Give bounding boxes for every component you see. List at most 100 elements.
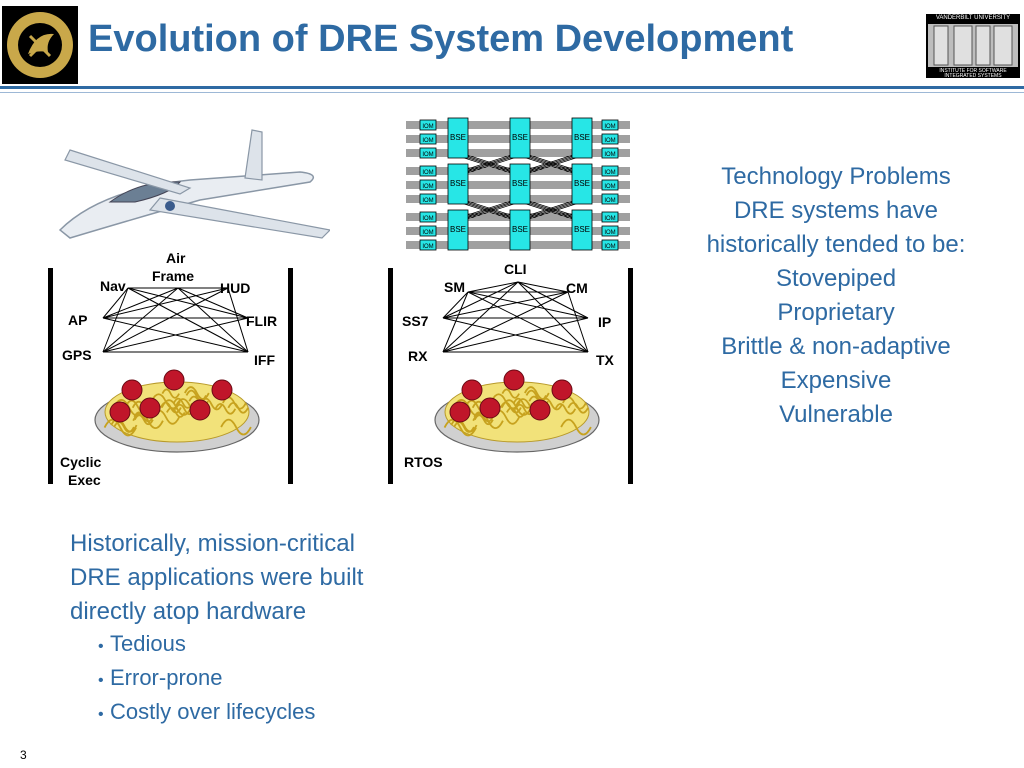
iom-label: IOM bbox=[604, 138, 615, 144]
noodle-strand bbox=[103, 418, 137, 437]
bse-box bbox=[447, 209, 469, 251]
spaghetti-plate-image-right bbox=[432, 362, 602, 454]
iom-label: IOM bbox=[422, 184, 433, 190]
right-connection-mesh bbox=[388, 268, 633, 484]
label-ss7: SS7 bbox=[402, 313, 429, 329]
bse-label: BSE bbox=[512, 179, 528, 188]
page-number: 3 bbox=[20, 748, 27, 762]
technology-problems-heading: Technology Problems bbox=[721, 163, 951, 190]
label-ip: IP bbox=[598, 314, 612, 330]
label-rtos: RTOS bbox=[404, 454, 443, 470]
history-bullet: Error-prone bbox=[98, 662, 315, 696]
left-diagram-left-bar bbox=[48, 268, 53, 484]
bse-box bbox=[571, 163, 593, 205]
iom-box bbox=[419, 119, 437, 131]
label-iff: IFF bbox=[254, 352, 275, 368]
iom-box bbox=[419, 133, 437, 145]
bse-label: BSE bbox=[512, 133, 528, 142]
noodle-strand bbox=[453, 421, 475, 433]
noodle-strand bbox=[160, 399, 192, 416]
meatball bbox=[109, 401, 131, 423]
label-nav: Nav bbox=[100, 278, 126, 294]
bse-label: BSE bbox=[574, 133, 590, 142]
noodle-strand bbox=[499, 401, 522, 414]
meatball bbox=[449, 401, 471, 423]
meatball bbox=[551, 379, 573, 401]
isis-logo-top-text: VANDERBILT UNIVERSITY bbox=[935, 15, 1011, 21]
noodle-strand bbox=[500, 399, 532, 416]
noodle-strand bbox=[185, 389, 207, 402]
iom-box bbox=[601, 211, 619, 223]
technology-problem-item: Proprietary bbox=[777, 299, 895, 326]
label-air-frame-2: Frame bbox=[152, 268, 195, 284]
bse-label: BSE bbox=[574, 179, 590, 188]
history-line3: directly atop hardware bbox=[70, 598, 307, 625]
label-hud: HUD bbox=[220, 280, 251, 296]
iom-box bbox=[601, 147, 619, 159]
iom-box bbox=[601, 119, 619, 131]
technology-problems-line2: historically tended to be: bbox=[706, 231, 966, 258]
iom-label: IOM bbox=[604, 198, 615, 204]
left-connection-mesh bbox=[48, 268, 293, 484]
label-tx: TX bbox=[596, 352, 614, 368]
iom-label: IOM bbox=[422, 230, 433, 236]
iom-label: IOM bbox=[604, 230, 615, 236]
iom-label: IOM bbox=[422, 152, 433, 158]
label-cm: CM bbox=[566, 280, 588, 296]
iom-box bbox=[601, 193, 619, 205]
iom-box bbox=[419, 211, 437, 223]
iom-label: IOM bbox=[604, 170, 615, 176]
iom-label: IOM bbox=[604, 216, 615, 222]
meatball bbox=[503, 369, 525, 391]
label-sm: SM bbox=[444, 279, 465, 295]
iom-box bbox=[601, 179, 619, 191]
bse-label: BSE bbox=[512, 225, 528, 234]
iom-box bbox=[601, 133, 619, 145]
noodle-strand bbox=[133, 411, 154, 423]
right-diagram-right-bar bbox=[628, 268, 633, 484]
history-bullet: Tedious bbox=[98, 628, 315, 662]
noodle-strand bbox=[501, 388, 520, 399]
label-cyclic: Cyclic bbox=[60, 454, 102, 470]
technology-problem-item: Vulnerable bbox=[779, 401, 893, 428]
bse-box bbox=[571, 117, 593, 159]
technology-problems-block: Technology Problems DRE systems have his… bbox=[676, 160, 996, 432]
iom-label: IOM bbox=[604, 244, 615, 250]
bse-box bbox=[571, 209, 593, 251]
bse-box bbox=[509, 209, 531, 251]
meatball bbox=[529, 399, 551, 421]
isis-logo-bottom-text-2: INTEGRATED SYSTEMS bbox=[944, 73, 1002, 79]
noodle-strand bbox=[472, 412, 504, 429]
iom-box bbox=[419, 225, 437, 237]
iom-label: IOM bbox=[604, 124, 615, 130]
bse-box bbox=[509, 163, 531, 205]
meatball bbox=[121, 379, 143, 401]
bse-box bbox=[447, 117, 469, 159]
history-line2: DRE applications were built bbox=[70, 564, 364, 591]
bse-box bbox=[509, 117, 531, 159]
label-flir: FLIR bbox=[246, 313, 278, 329]
iom-label: IOM bbox=[422, 124, 433, 130]
right-diagram-left-bar bbox=[388, 268, 393, 484]
iom-box bbox=[419, 165, 437, 177]
iom-label: IOM bbox=[422, 138, 433, 144]
meatball bbox=[211, 379, 233, 401]
bse-label: BSE bbox=[450, 133, 466, 142]
iom-label: IOM bbox=[604, 184, 615, 190]
bse-box bbox=[447, 163, 469, 205]
slide-title: Evolution of DRE System Development bbox=[88, 18, 794, 60]
meatball bbox=[139, 397, 161, 419]
header-rule bbox=[0, 86, 1024, 89]
label-cli: CLI bbox=[504, 261, 527, 277]
technology-problem-item: Expensive bbox=[780, 367, 892, 394]
technology-problem-item: Brittle & non-adaptive bbox=[721, 333, 951, 360]
noodle-strand bbox=[525, 389, 547, 402]
iom-box bbox=[419, 193, 437, 205]
history-line1: Historically, mission-critical bbox=[70, 530, 355, 557]
vanderbilt-seal-logo bbox=[2, 6, 78, 84]
isis-logo-bottom-text-1: INSTITUTE FOR SOFTWARE bbox=[939, 68, 1007, 74]
noodle-strand bbox=[220, 418, 252, 436]
spaghetti-plate-image-left bbox=[92, 362, 262, 454]
technology-problem-item: Stovepiped bbox=[775, 265, 897, 292]
history-bullet-list: Tedious Error-prone Costly over lifecycl… bbox=[98, 628, 315, 730]
